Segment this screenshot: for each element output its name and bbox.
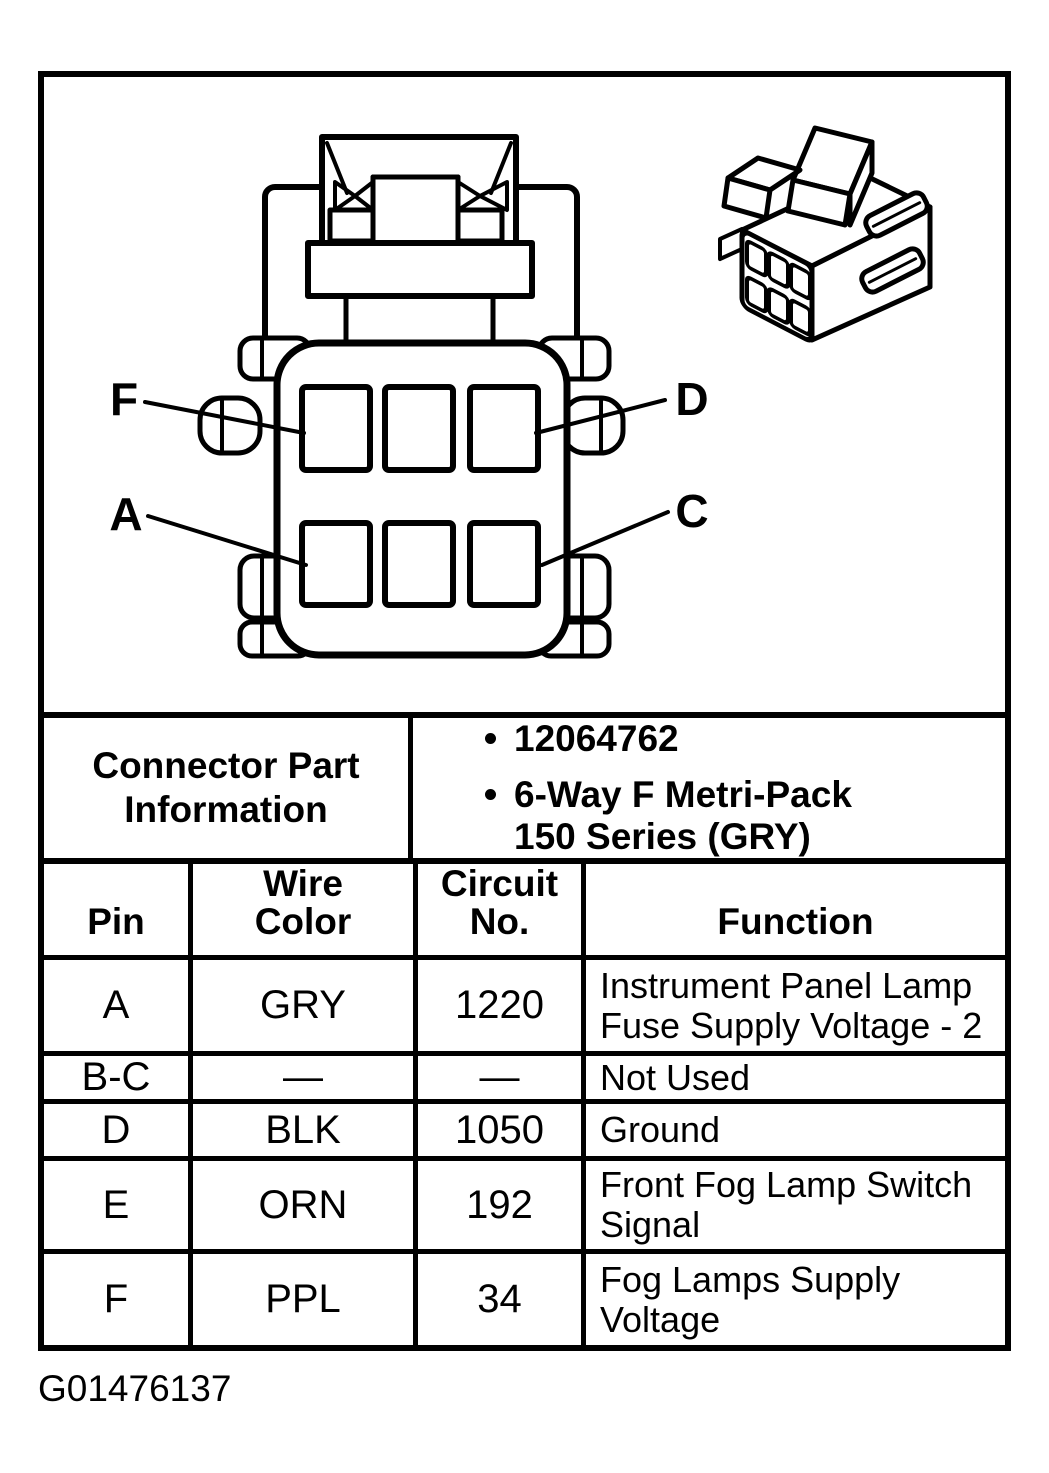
circuit-no-cell: 192 [418,1161,586,1249]
side-lock-tab [863,190,930,239]
bullet-icon [485,733,496,744]
header-function: Function [717,901,874,942]
part-number-item: 12064762 [485,718,1005,760]
side-lock-tab [859,246,926,295]
circuit-no-cell: — [418,1055,586,1099]
part-info-title-line2: Information [124,789,328,830]
pin-label-d: D [675,373,708,425]
bullet-icon [485,789,496,800]
pin-label-f: F [110,373,138,425]
pin-label-c: C [675,485,708,537]
table-row: F PPL 34 Fog Lamps Supply Voltage [44,1254,1005,1345]
part-info-row: Connector Part Information 12064762 6-Wa… [44,718,1005,864]
wire-color-cell: ORN [193,1161,418,1249]
figure-frame: F D A C [38,71,1011,1351]
pin-cell: F [44,1254,193,1345]
isometric-view-drawing [718,125,933,343]
table-row: D BLK 1050 Ground [44,1104,1005,1161]
function-cell: Fog Lamps Supply Voltage [600,1258,901,1340]
circuit-no-cell: 34 [418,1254,586,1345]
table-header-row: Pin Wire Color Circuit No. Function [44,864,1005,960]
header-circuit-no: Circuit No. [418,864,586,955]
function-cell: Front Fog Lamp Switch Signal [600,1164,973,1245]
wire-color-cell: GRY [193,960,418,1051]
part-info-title: Connector Part Information [44,718,413,858]
header-wire-color: Wire Color [193,864,418,955]
pin-cell: D [44,1104,193,1156]
circuit-no-cell: 1050 [418,1104,586,1156]
terminal-cavities [299,384,541,608]
connector-diagram-panel: F D A C [44,77,1005,718]
leader-lines [143,398,670,567]
front-view-drawing [143,134,670,659]
header-pin: Pin [44,864,193,955]
pin-cell: A [44,960,193,1051]
wire-color-cell: PPL [193,1254,418,1345]
figure-id-code: G01476137 [38,1368,232,1409]
connector-diagram: F D A C [109,125,933,659]
part-series-item: 6-Way F Metri-Pack 150 Series (GRY) [485,774,1005,858]
pin-cell: B-C [44,1055,193,1099]
part-series: 6-Way F Metri-Pack 150 Series (GRY) [514,774,852,857]
pin-labels: F D A C [109,373,708,540]
part-number: 12064762 [514,718,679,759]
function-cell: Not Used [600,1056,751,1098]
function-cell: Ground [600,1109,721,1150]
function-cell: Instrument Panel Lamp Fuse Supply Voltag… [600,964,983,1046]
circuit-no-cell: 1220 [418,960,586,1051]
pin-label-a: A [109,488,142,540]
table-row: E ORN 192 Front Fog Lamp Switch Signal [44,1161,1005,1254]
table-row: B-C — — Not Used [44,1055,1005,1104]
table-row: A GRY 1220 Instrument Panel Lamp Fuse Su… [44,960,1005,1056]
wire-color-cell: — [193,1055,418,1099]
pin-cell: E [44,1161,193,1249]
iso-terminal-cavities [745,239,812,337]
wire-color-cell: BLK [193,1104,418,1156]
part-info-title-line1: Connector Part [92,745,360,786]
part-info-details: 12064762 6-Way F Metri-Pack 150 Series (… [413,718,1005,858]
